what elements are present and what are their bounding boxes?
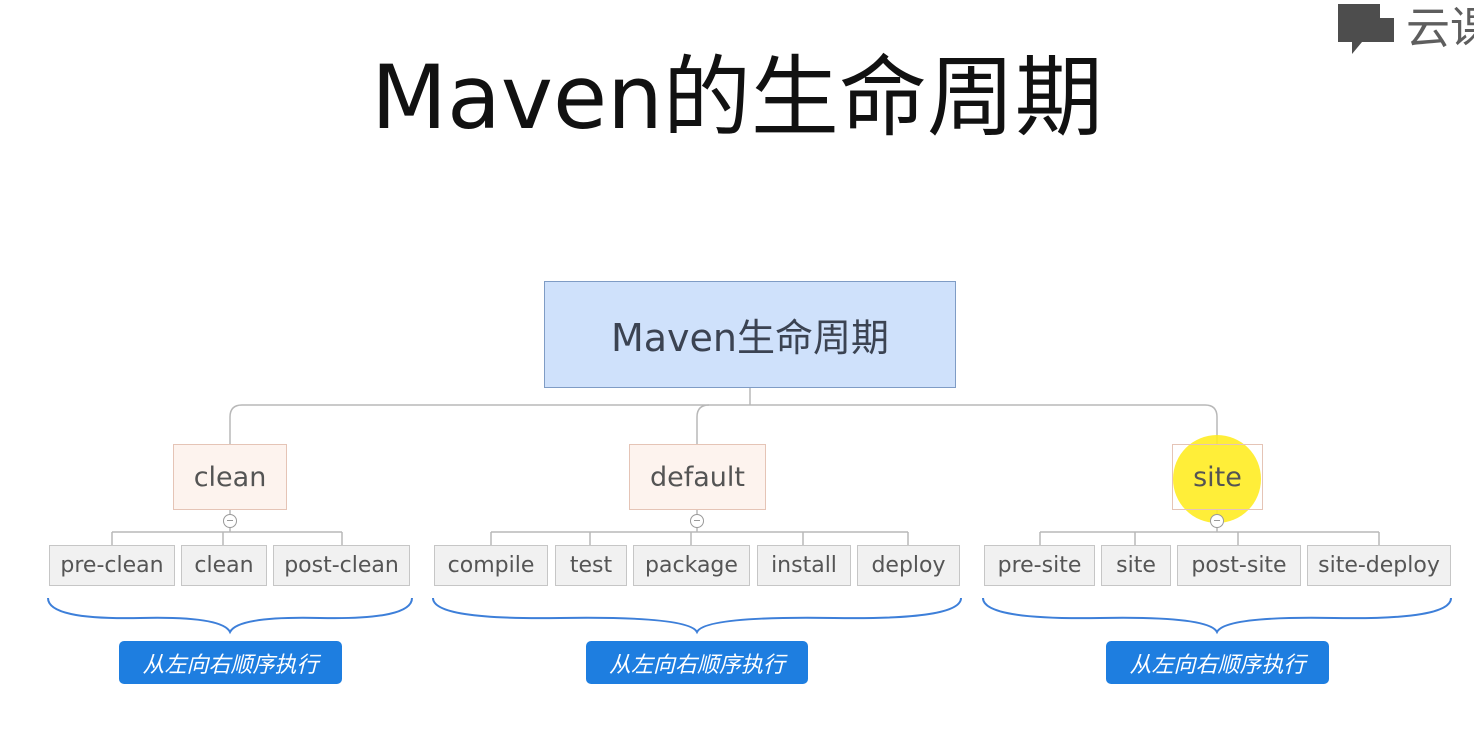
step-compile: compile [434,545,548,586]
speech-bubble-icon [1338,4,1394,54]
step-site: site [1101,545,1171,586]
step-pre-site: pre-site [984,545,1095,586]
step-deploy: deploy [857,545,960,586]
phase-clean: clean [173,444,287,510]
collapse-icon[interactable] [223,514,237,528]
phase-default: default [629,444,766,510]
brace-clean [47,597,413,635]
step-site-deploy: site-deploy [1307,545,1451,586]
step-post-clean: post-clean [273,545,410,586]
step-package: package [633,545,750,586]
cursor-highlight [1173,435,1261,523]
brace-site [982,597,1452,635]
brand-logo: 云课 [1324,0,1474,60]
order-note-site: 从左向右顺序执行 [1106,641,1329,684]
collapse-icon[interactable] [690,514,704,528]
order-note-clean: 从左向右顺序执行 [119,641,342,684]
root-node: Maven生命周期 [544,281,956,388]
logo-text: 云课 [1406,3,1474,54]
brace-default [432,597,962,635]
collapse-icon[interactable] [1210,514,1224,528]
order-note-default: 从左向右顺序执行 [586,641,808,684]
step-install: install [757,545,851,586]
step-post-site: post-site [1177,545,1301,586]
phase-site: site [1172,444,1263,510]
step-test: test [555,545,627,586]
slide-title: Maven的生命周期 [371,46,1103,149]
step-clean: clean [181,545,267,586]
step-pre-clean: pre-clean [49,545,175,586]
